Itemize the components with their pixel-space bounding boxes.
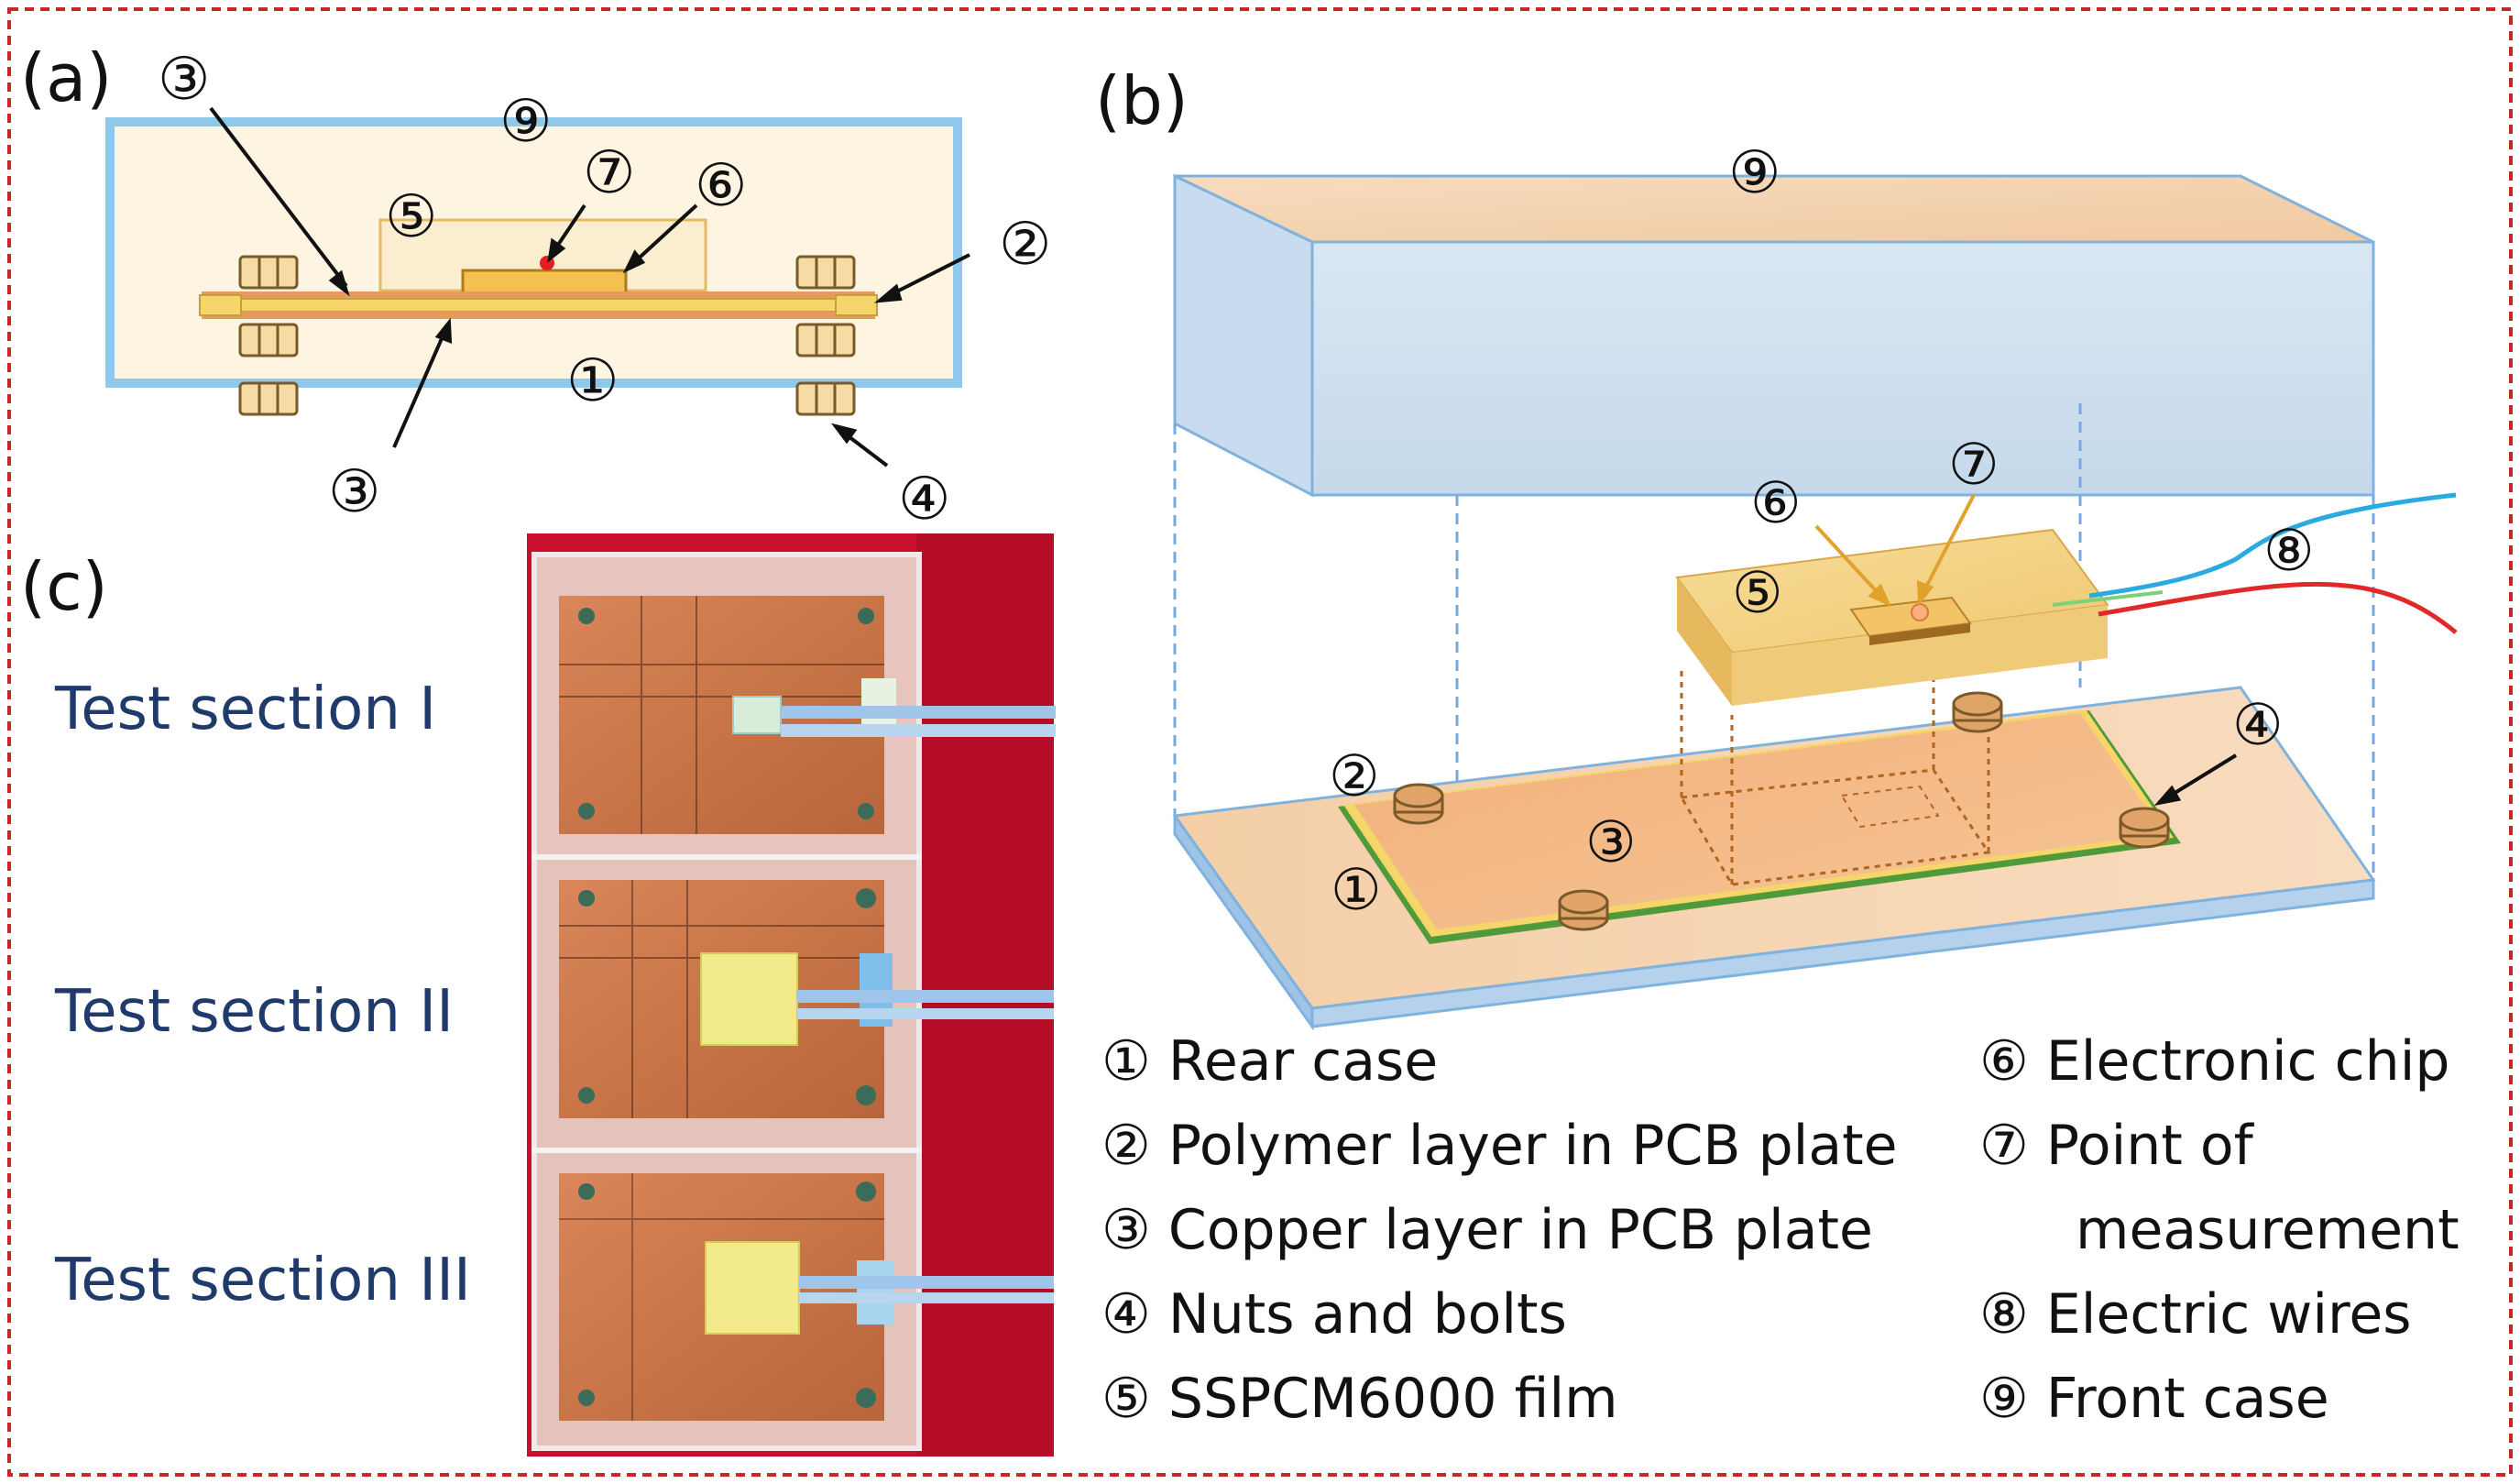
legend: ① Rear case ② Polymer layer in PCB plate…	[1101, 1029, 2460, 1431]
panel-b: (b) ⑨	[1095, 62, 2460, 1431]
marker-a-7: ⑦	[583, 139, 635, 207]
pcb-left-stub	[199, 294, 242, 316]
cross-section-chip	[461, 269, 628, 296]
marker-a-1: ①	[566, 347, 619, 415]
cross-section-polymer	[201, 298, 876, 313]
cross-section-copper-bottom	[202, 312, 875, 319]
legend-copper-layer: ③ Copper layer in PCB plate	[1101, 1198, 1873, 1262]
panel-a-label: (a)	[20, 39, 112, 116]
panel-c-label: (c)	[20, 548, 108, 625]
panel-a: (a)	[20, 39, 1051, 533]
panel-c: (c) Test section I Test section II Test …	[20, 533, 1056, 1457]
nuts-right	[795, 255, 856, 416]
pcb-right-stub	[835, 294, 878, 316]
marker-a-4: ④	[898, 466, 950, 533]
marker-a-6: ⑥	[695, 152, 747, 220]
wire-blue	[2088, 492, 2457, 599]
legend-electric-wires: ⑧ Electric wires	[1979, 1282, 2412, 1347]
panel-b-leaders	[1814, 494, 1976, 607]
test-section-photo	[527, 533, 1056, 1457]
cross-section-copper-top	[202, 291, 875, 299]
legend-point-of: ⑦ Point of	[1979, 1114, 2255, 1178]
marker-a-9: ⑨	[499, 88, 552, 156]
test-section-2-label: Test section II	[54, 978, 454, 1046]
wire-green	[2052, 590, 2164, 607]
figure-border	[7, 7, 2513, 1477]
panel-a-leaders	[209, 106, 970, 467]
wire-red	[2098, 581, 2458, 634]
legend-rear-case: ① Rear case	[1101, 1029, 1438, 1094]
nuts-left	[238, 255, 299, 416]
test-section-1-label: Test section I	[54, 676, 436, 743]
marker-b-8: ⑧	[2263, 517, 2315, 584]
pcb-plate-copper	[1354, 713, 2164, 929]
rear-case-side	[1310, 878, 2375, 1028]
marker-b-2: ②	[1329, 742, 1380, 809]
legend-nuts-bolts: ④ Nuts and bolts	[1101, 1282, 1567, 1347]
legend-front-case: ⑨ Front case	[1979, 1367, 2329, 1431]
front-case-side	[1310, 240, 2375, 497]
chip-front	[1869, 623, 1970, 645]
marker-b-9: ⑨	[1728, 139, 1780, 207]
marker-b-4: ④	[2232, 691, 2284, 758]
legend-measurement: measurement	[2076, 1198, 2460, 1262]
legend-polymer-layer: ② Polymer layer in PCB plate	[1101, 1114, 1898, 1178]
panel-b-label: (b)	[1095, 62, 1189, 139]
marker-a-5: ⑤	[385, 183, 437, 251]
sspcm-film-side	[1732, 605, 2108, 706]
marker-a-3-top: ③	[158, 46, 210, 114]
legend-electronic-chip: ⑥ Electronic chip	[1979, 1029, 2449, 1094]
marker-a-3-bottom: ③	[328, 458, 380, 526]
panel-b-leader-4	[2153, 753, 2238, 807]
marker-b-5: ⑤	[1732, 559, 1783, 626]
measurement-point-b	[1911, 603, 1929, 621]
marker-b-7: ⑦	[1948, 431, 2000, 498]
legend-sspcm-film: ⑤ SSPCM6000 film	[1101, 1367, 1618, 1431]
sspcm-film-front	[1677, 577, 1732, 706]
marker-b-6: ⑥	[1750, 469, 1802, 536]
marker-a-2: ②	[999, 211, 1051, 279]
pcb-nuts	[1393, 691, 2170, 931]
marker-b-3: ③	[1585, 808, 1637, 875]
test-section-3-label: Test section III	[54, 1247, 471, 1314]
marker-b-1: ①	[1331, 856, 1382, 923]
